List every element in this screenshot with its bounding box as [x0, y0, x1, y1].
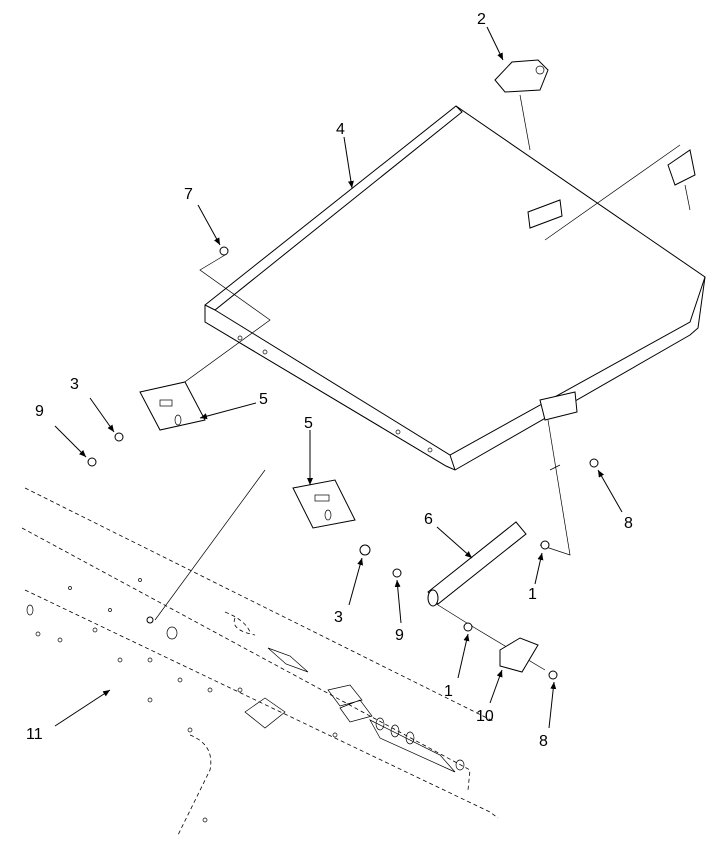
tray [204, 105, 706, 471]
callout-5-left: 5 [259, 391, 268, 408]
callout-9-left: 9 [35, 403, 44, 420]
callouts: 2 4 7 3 9 5 5 6 1 8 3 9 1 10 8 11 [26, 11, 633, 750]
callout-10: 10 [476, 708, 494, 725]
fasteners [87, 246, 599, 680]
callout-1-upper: 1 [528, 586, 537, 603]
hinge-center [292, 479, 356, 529]
callout-8-upper: 8 [624, 515, 633, 532]
callout-2: 2 [477, 11, 486, 28]
callout-7: 7 [184, 186, 193, 203]
callout-11: 11 [26, 726, 43, 743]
callout-3-center: 3 [334, 609, 343, 626]
callout-3-left: 3 [70, 376, 79, 393]
bracket-lower [499, 637, 539, 673]
rod [427, 521, 527, 607]
callout-5-center: 5 [304, 415, 313, 432]
latch [494, 59, 549, 93]
mounting-panel [21, 487, 499, 836]
callout-4: 4 [336, 121, 345, 138]
callout-8-lower: 8 [539, 733, 548, 750]
callout-1-lower: 1 [444, 683, 453, 700]
callout-6: 6 [424, 511, 433, 528]
callout-9-center: 9 [395, 627, 404, 644]
bracket-right [667, 149, 696, 211]
hinge-left [139, 381, 206, 431]
